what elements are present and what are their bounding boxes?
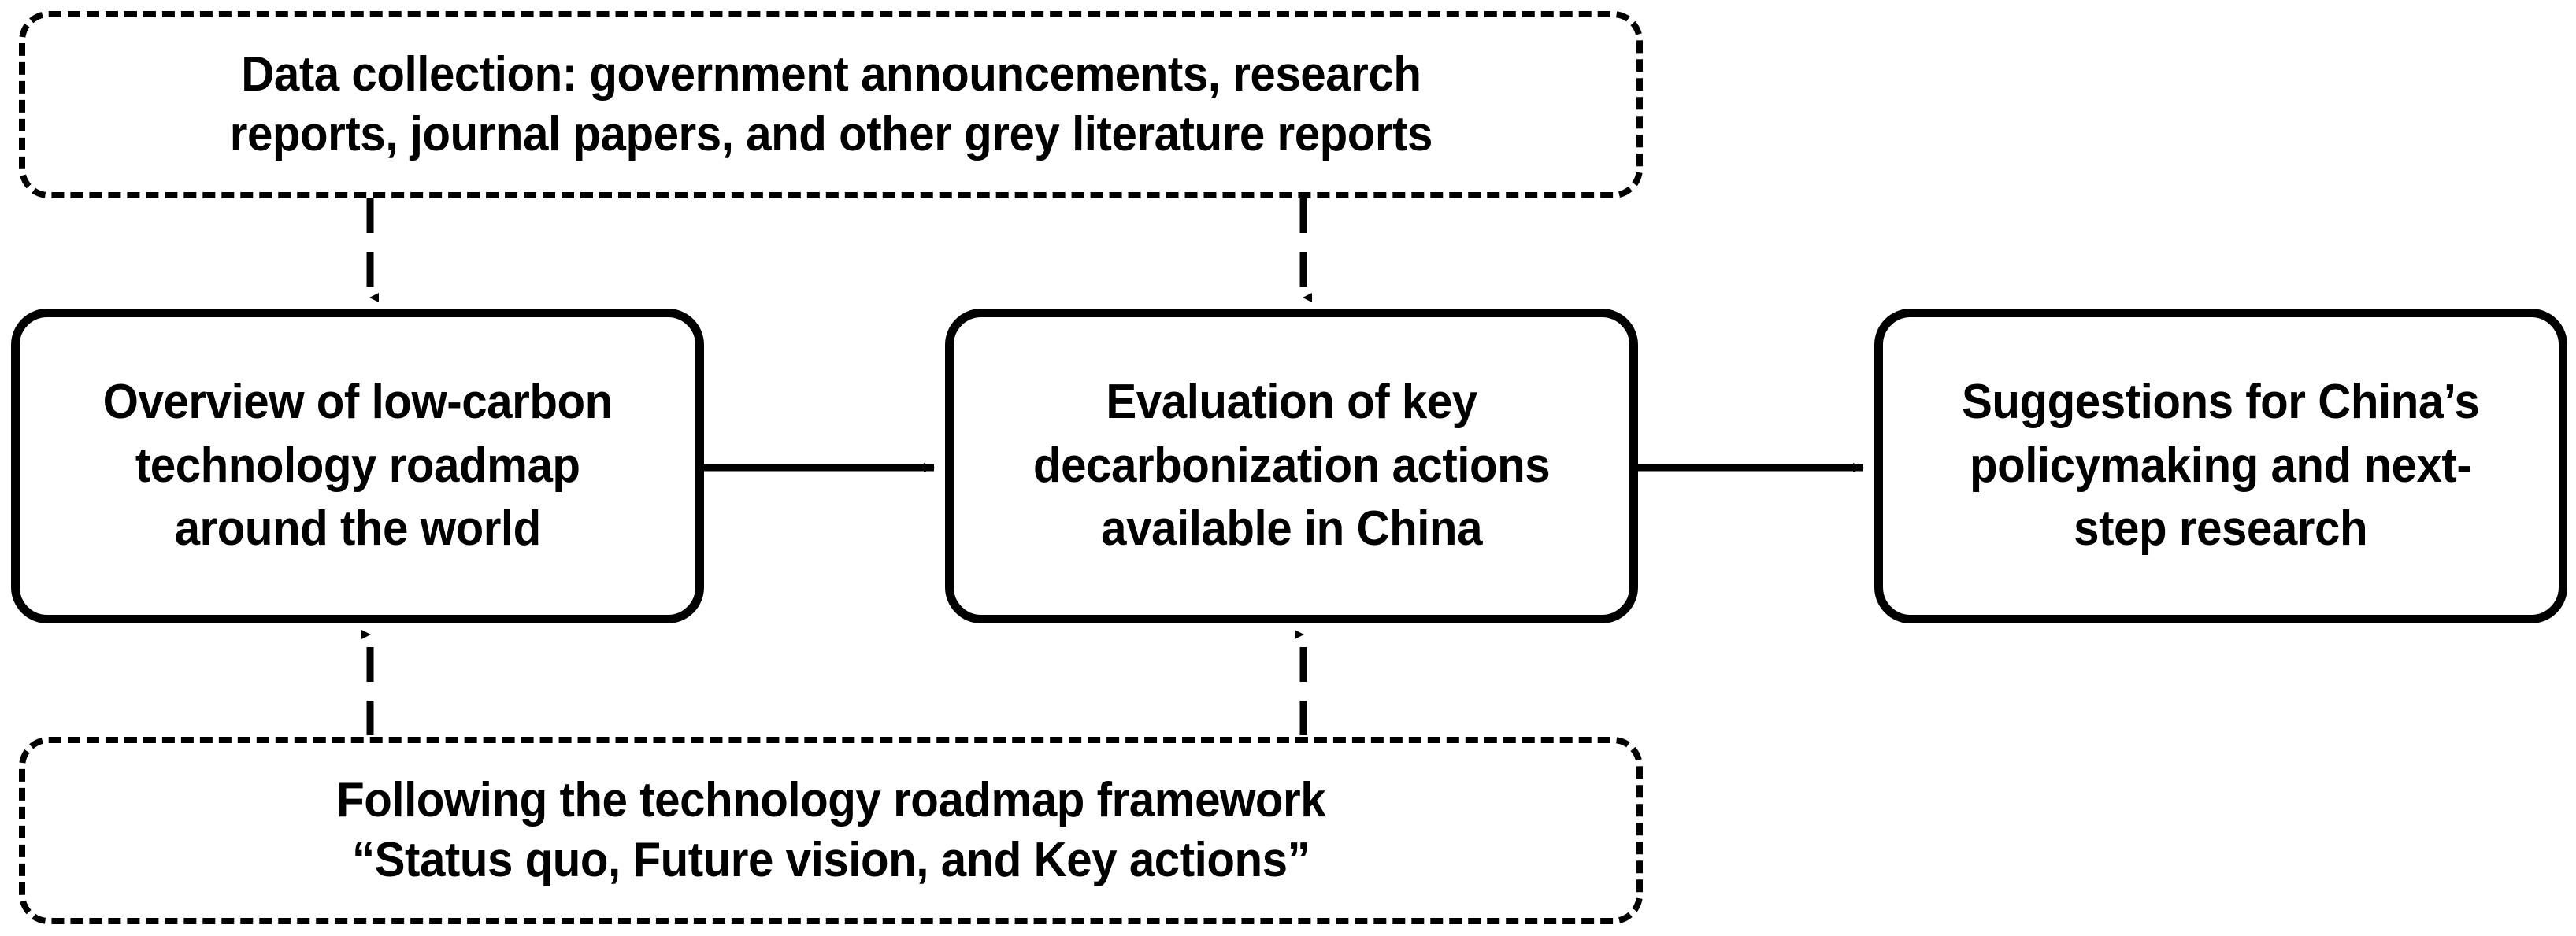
node-evaluation-line-3: available in China xyxy=(1101,501,1482,557)
node-overview-label: Overview of low-carbon technology roadma… xyxy=(102,371,613,561)
node-suggestions-line-3: step research xyxy=(2074,501,2368,557)
node-evaluation-label: Evaluation of key decarbonization action… xyxy=(1032,371,1551,561)
node-suggestions: Suggestions for China’s policymaking and… xyxy=(1874,309,2567,623)
node-suggestions-line-1: Suggestions for China’s xyxy=(1962,375,2480,430)
node-framework-line-1: Following the technology roadmap framewo… xyxy=(335,773,1326,828)
node-data-collection-line-1: Data collection: government announcement… xyxy=(240,47,1421,102)
node-overview-line-1: Overview of low-carbon xyxy=(102,375,613,430)
node-evaluation: Evaluation of key decarbonization action… xyxy=(945,309,1638,623)
node-overview: Overview of low-carbon technology roadma… xyxy=(11,309,704,623)
node-framework-label: Following the technology roadmap framewo… xyxy=(335,771,1326,890)
node-suggestions-line-2: policymaking and next- xyxy=(1970,438,2472,493)
node-overview-line-2: technology roadmap xyxy=(135,438,580,493)
node-data-collection-label: Data collection: government announcement… xyxy=(229,45,1433,164)
node-evaluation-line-1: Evaluation of key xyxy=(1106,375,1477,430)
node-evaluation-line-2: decarbonization actions xyxy=(1032,438,1551,493)
node-data-collection: Data collection: government announcement… xyxy=(19,11,1643,198)
node-framework: Following the technology roadmap framewo… xyxy=(19,737,1643,924)
node-framework-line-2: “Status quo, Future vision, and Key acti… xyxy=(351,833,1310,887)
node-data-collection-line-2: reports, journal papers, and other grey … xyxy=(229,107,1433,161)
node-overview-line-3: around the world xyxy=(174,501,541,557)
node-suggestions-label: Suggestions for China’s policymaking and… xyxy=(1962,371,2480,561)
